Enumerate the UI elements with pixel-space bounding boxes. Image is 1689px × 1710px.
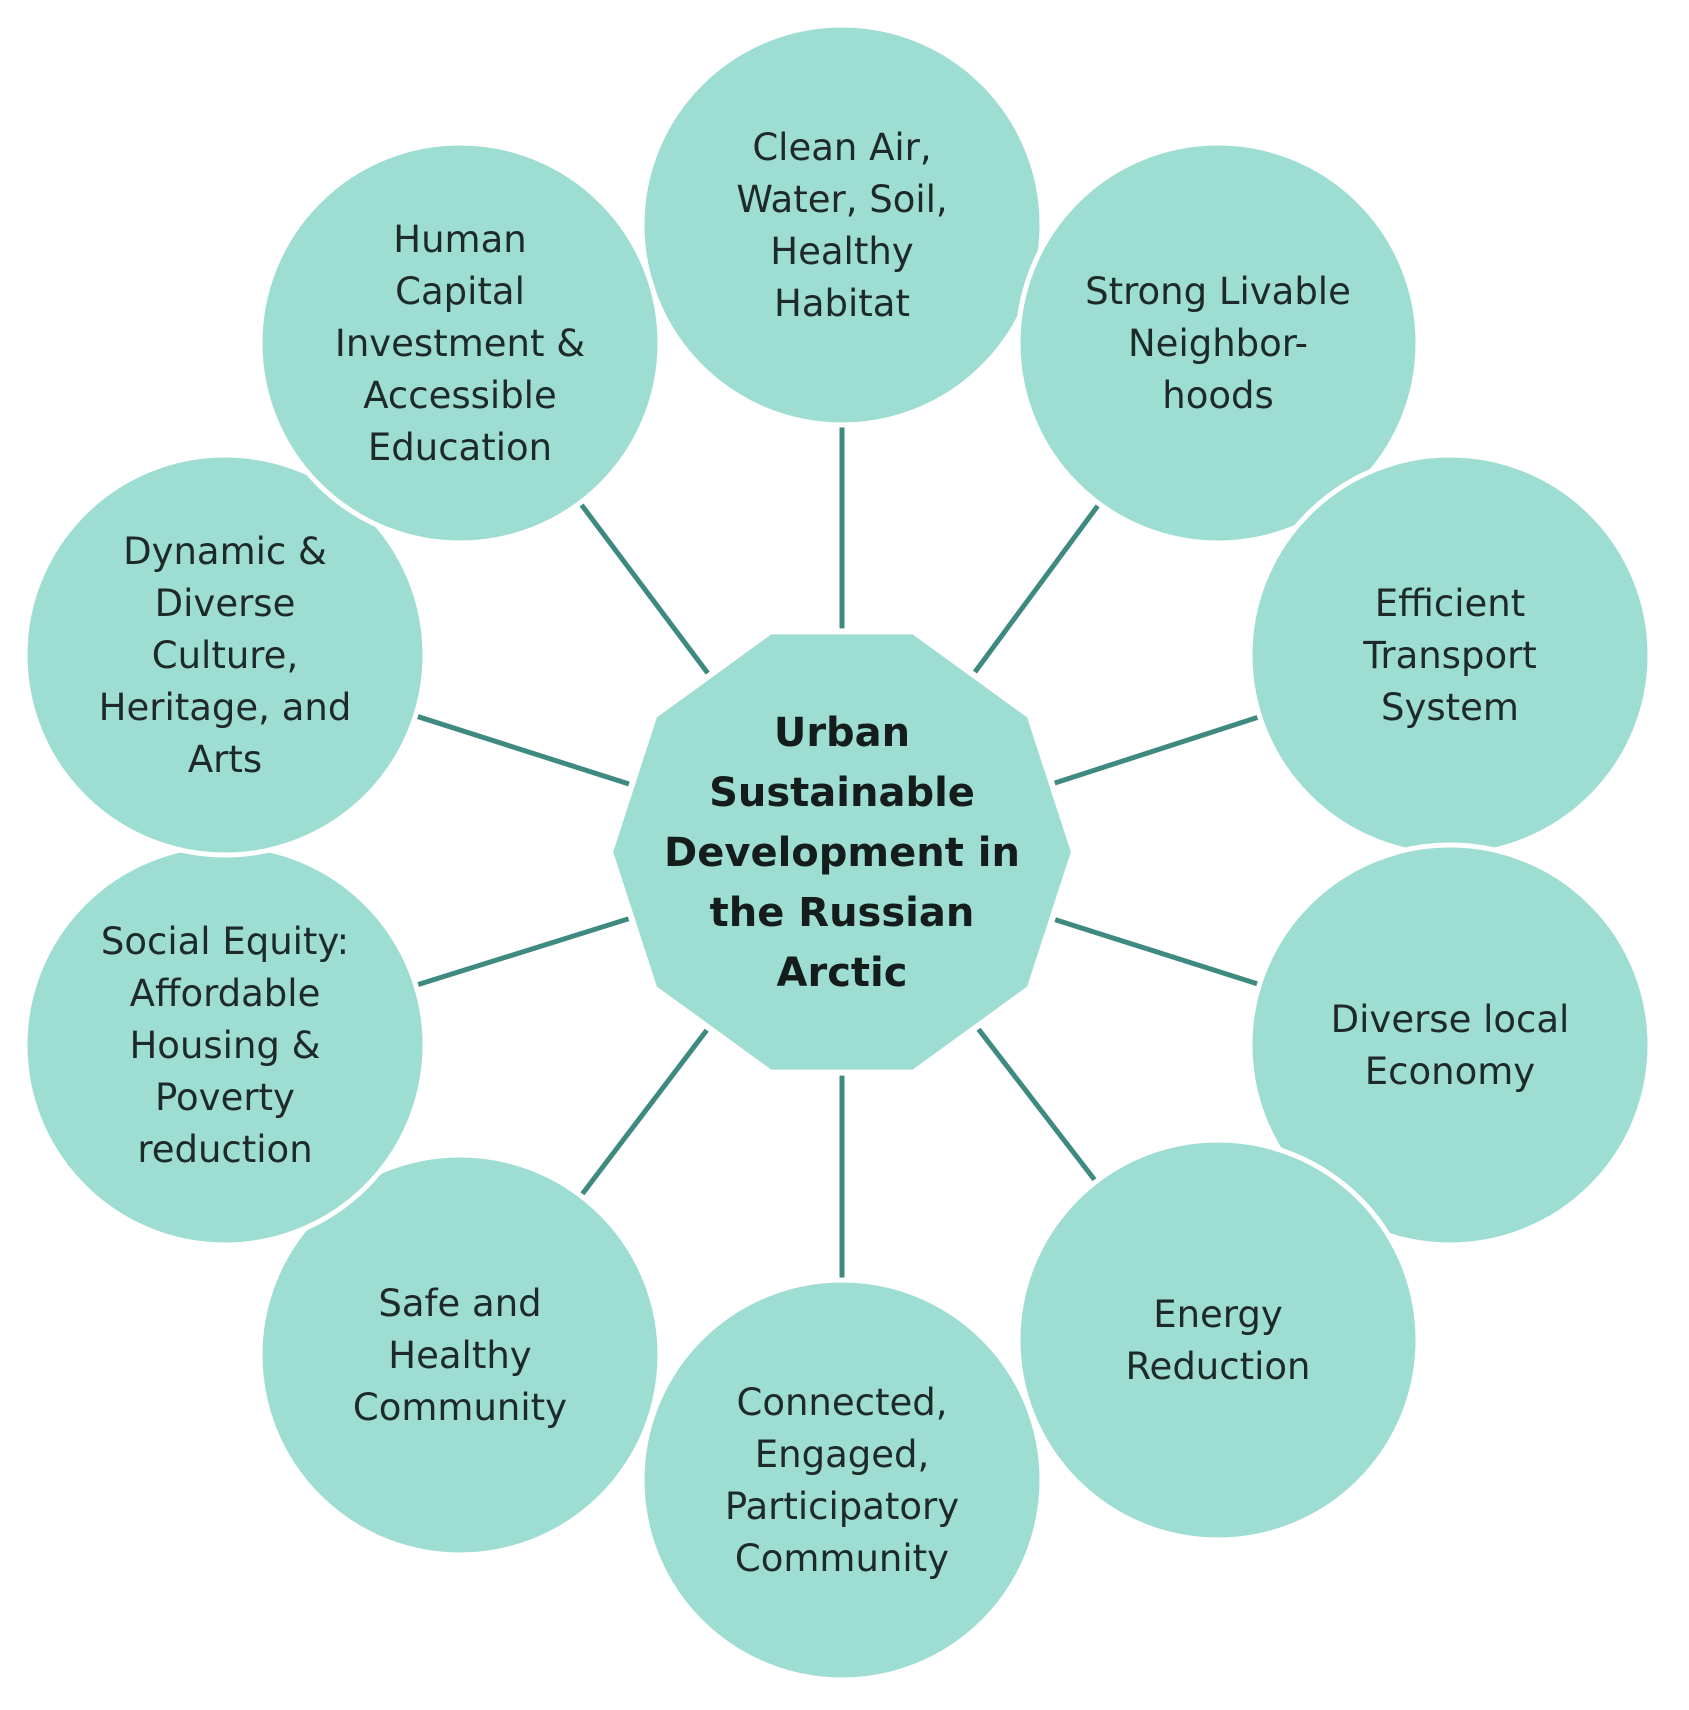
node-circle	[257, 140, 663, 546]
center-label-line: the Russian	[710, 890, 975, 936]
connector-social-equity	[410, 912, 641, 990]
node-label-line: Strong Livable	[1085, 270, 1351, 313]
node-circle	[22, 452, 428, 858]
node-label-line: Human	[393, 218, 526, 261]
node-label-line: Investment &	[335, 322, 585, 365]
node-circle	[639, 1277, 1045, 1683]
node-circle	[257, 1152, 663, 1558]
node-label-line: reduction	[137, 1128, 312, 1171]
node-label-line: Diverse	[155, 582, 296, 625]
node-label-line: System	[1381, 686, 1519, 729]
connector-local-economy	[1043, 913, 1265, 989]
node-label-line: hoods	[1162, 374, 1274, 417]
node-label-line: Arts	[188, 738, 262, 781]
center-shape	[606, 628, 1078, 1076]
connector-livable-neighborhoods	[965, 498, 1105, 683]
node-label-line: Efficient	[1375, 582, 1526, 625]
node-label-line: Neighbor-	[1128, 322, 1308, 365]
node-label-line: Healthy	[770, 230, 913, 273]
node-label-line: Community	[735, 1537, 949, 1580]
connectors	[410, 420, 1266, 1285]
node-label-line: Social Equity:	[101, 920, 349, 963]
node-label-line: Education	[368, 426, 552, 469]
node-label-line: Capital	[395, 270, 525, 313]
node-circle	[639, 22, 1045, 428]
node-circle	[1015, 140, 1421, 546]
node-label-line: Heritage, and	[99, 686, 352, 729]
node-label-line: Economy	[1365, 1050, 1535, 1093]
node-label-line: Engaged,	[755, 1433, 930, 1476]
node-label-line: Healthy	[388, 1334, 531, 1377]
node-label-line: Poverty	[155, 1076, 295, 1119]
center-label-line: Urban	[774, 710, 910, 756]
node-circle	[1015, 1137, 1421, 1543]
node-label-line: Reduction	[1126, 1345, 1311, 1388]
node-label-line: Water, Soil,	[736, 178, 947, 221]
center-label-line: Arctic	[777, 950, 908, 996]
node-label-line: Connected,	[737, 1381, 948, 1424]
node-label-line: Housing &	[129, 1024, 320, 1067]
connector-safe-community	[575, 1019, 716, 1202]
node-label-line: Transport	[1362, 634, 1537, 677]
node-label-line: Culture,	[152, 634, 298, 677]
node-label-line: Accessible	[363, 374, 556, 417]
connector-transport	[1042, 712, 1266, 790]
node-label-line: Dynamic &	[123, 530, 327, 573]
node-label-line: Clean Air,	[752, 126, 931, 169]
node-circle	[1247, 842, 1653, 1248]
center-label-line: Development in	[664, 830, 1020, 876]
connector-energy	[969, 1018, 1101, 1188]
node-label-line: Energy	[1153, 1293, 1283, 1336]
connector-culture	[410, 711, 641, 790]
node-label-line: Safe and	[378, 1282, 541, 1325]
node-label-line: Community	[353, 1386, 567, 1429]
center-label-line: Sustainable	[709, 770, 975, 816]
node-label-line: Participatory	[725, 1485, 959, 1528]
connector-human-capital	[575, 497, 717, 684]
node-label-line: Affordable	[130, 972, 321, 1015]
node-label-line: Diverse local	[1331, 998, 1570, 1041]
node-label-line: Habitat	[774, 282, 910, 325]
